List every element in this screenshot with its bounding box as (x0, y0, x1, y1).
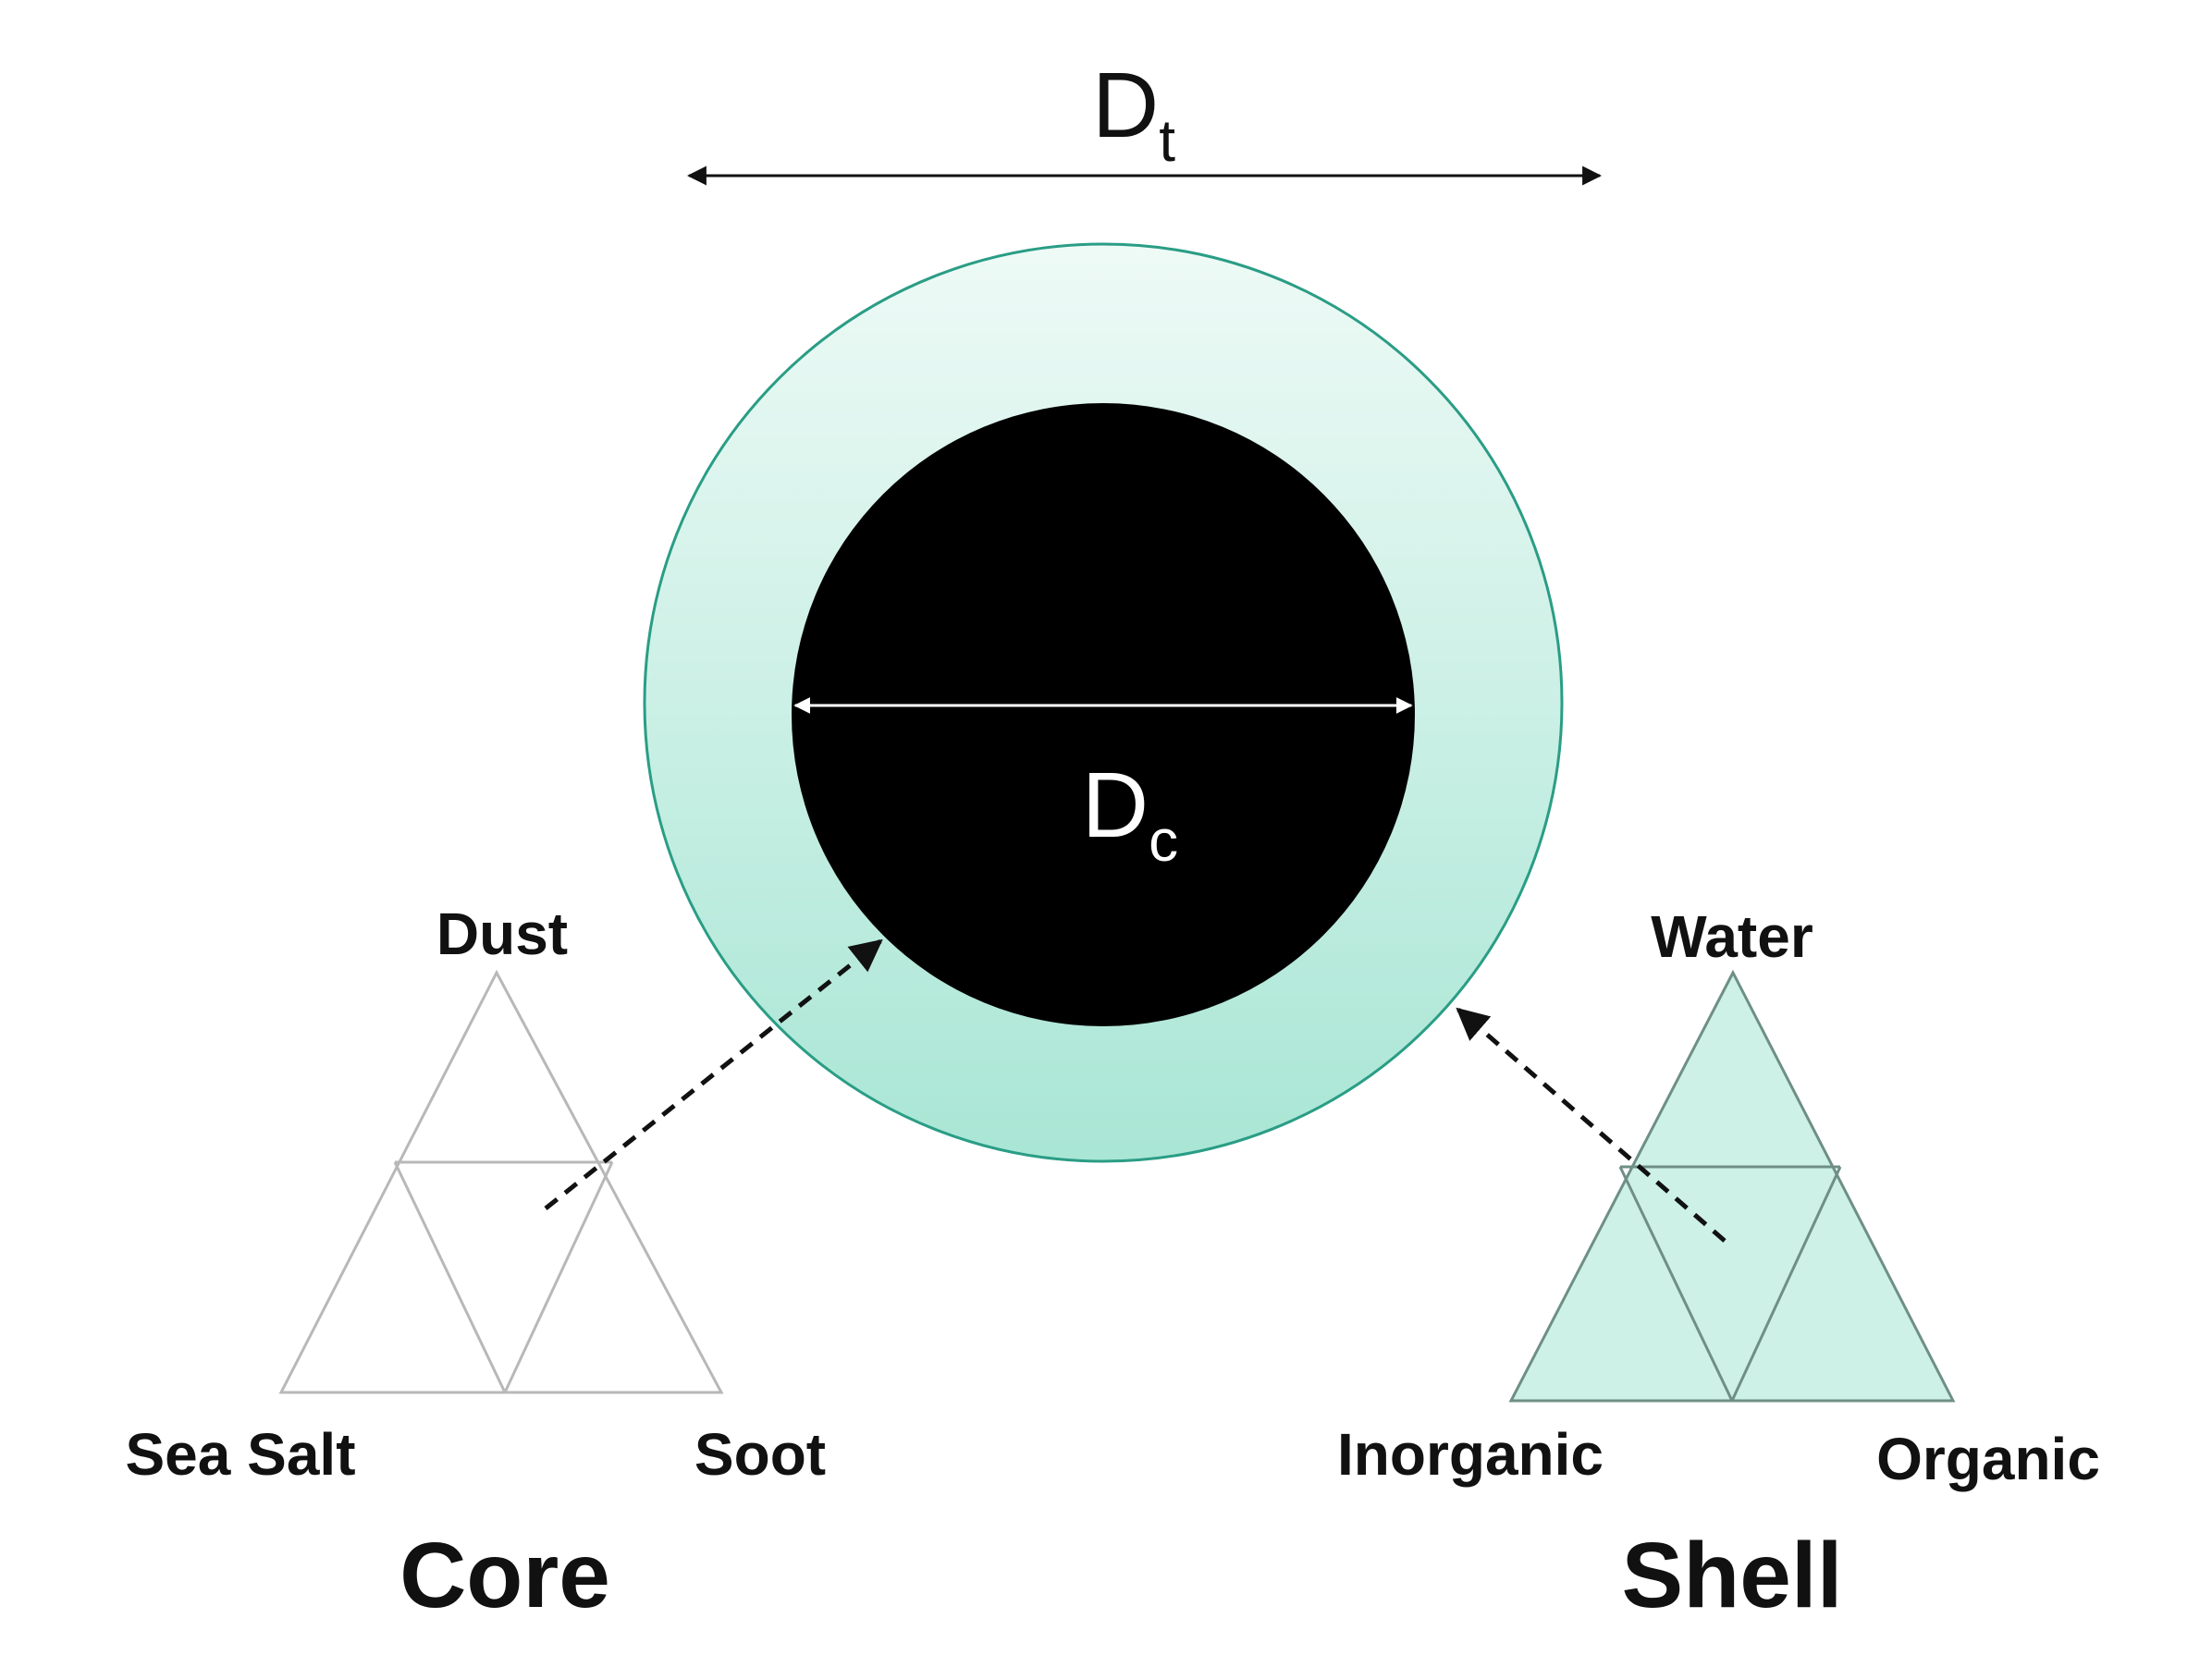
total-diameter-subscript: t (1159, 107, 1175, 174)
core-diameter-label: Dc (1082, 754, 1178, 874)
core-composition-arrow (544, 938, 883, 1210)
core-bottom-right-label: Soot (694, 1421, 826, 1488)
shell-title: Shell (1622, 1524, 1843, 1627)
core-title: Core (399, 1524, 610, 1627)
core-bottom-left-label: Sea Salt (125, 1421, 355, 1488)
core-diameter-subscript: c (1149, 807, 1178, 874)
shell-bottom-right-label: Organic (1876, 1426, 2100, 1492)
core-ternary-triangle (278, 969, 724, 1394)
total-diameter-label: Dt (1092, 54, 1175, 174)
shell-ternary-triangle (1508, 969, 1956, 1403)
core-top-label: Dust (436, 901, 568, 967)
core-circle (792, 403, 1415, 1026)
shell-top-label: Water (1651, 903, 1813, 970)
shell-bottom-left-label: Inorganic (1337, 1421, 1604, 1488)
total-diameter-symbol: D (1092, 54, 1159, 157)
core-diameter-symbol: D (1082, 754, 1149, 857)
shell-composition-arrow (1456, 1007, 1727, 1243)
